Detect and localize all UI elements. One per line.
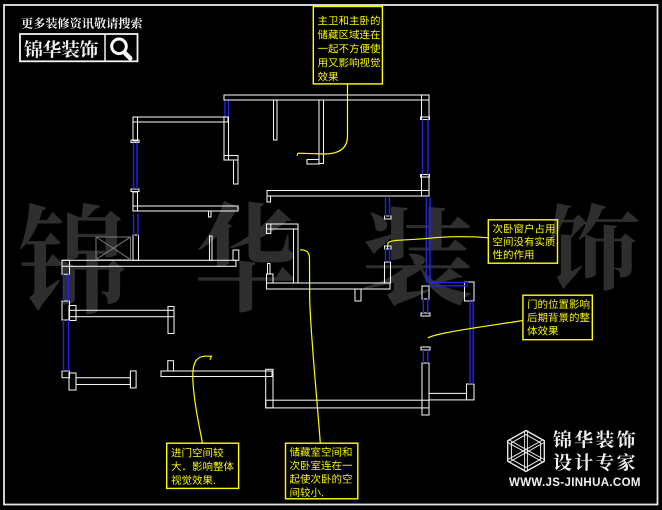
svg-text:WWW.JS-JINHUA.COM: WWW.JS-JINHUA.COM xyxy=(509,477,641,489)
